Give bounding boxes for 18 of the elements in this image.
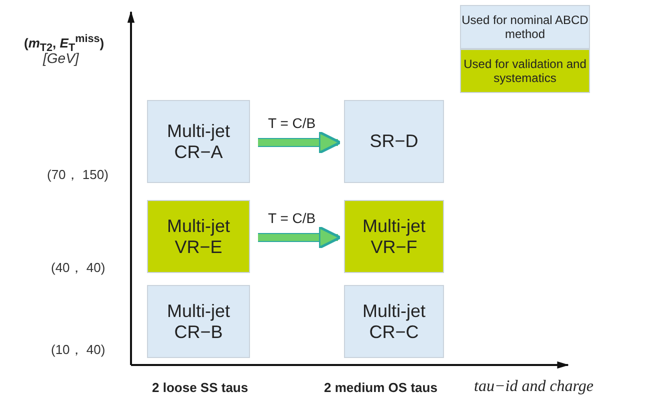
region-box: SR−D [344, 100, 444, 183]
edge-label: T = C/B [266, 114, 318, 130]
tick-label: (10， 40) [51, 341, 106, 359]
arrow [258, 130, 342, 154]
region-box: Multi-jet CR−B [147, 285, 250, 358]
category-label: 2 medium OS taus [324, 380, 438, 395]
tick-label: (70， 150) [47, 166, 108, 184]
region-box: Multi-jet CR−A [147, 100, 250, 183]
region-box: Multi-jet VR−F [344, 200, 444, 273]
edge-label: T = C/B [266, 210, 318, 226]
arrow [258, 226, 342, 250]
legend-entry: Used for validation and systematics [460, 49, 590, 93]
category-label: 2 loose SS taus [152, 380, 248, 395]
tick-label: (40， 40) [51, 259, 106, 277]
region-box: Multi-jet VR−E [147, 200, 250, 273]
legend-entry: Used for nominal ABCD method [460, 5, 590, 49]
axis-title: tau−id and charge [474, 378, 594, 396]
region-box: Multi-jet CR−C [344, 285, 444, 358]
